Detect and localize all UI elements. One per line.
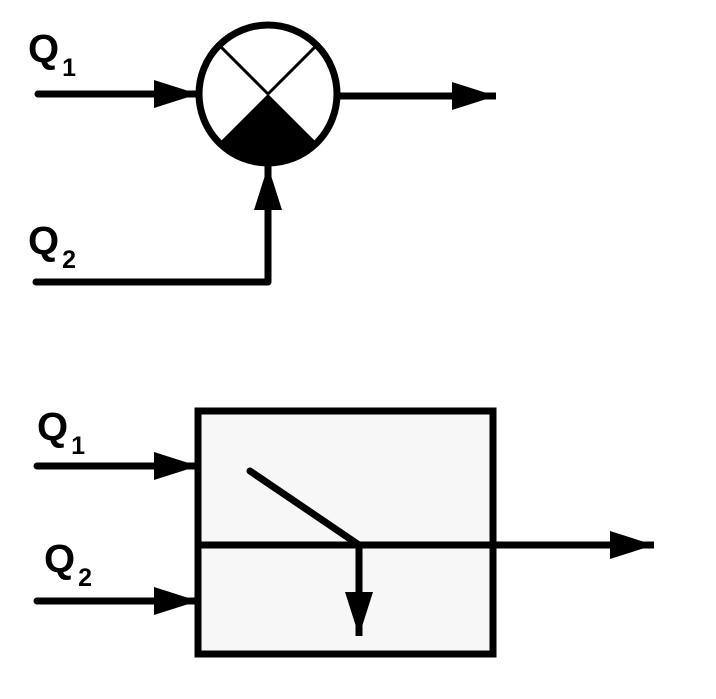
- mixer-valve-filled-sector: [219, 94, 317, 164]
- bottom-q1-subscript: 1: [71, 432, 85, 460]
- switch-lever: [246, 467, 363, 549]
- bottom-q2-subscript: 2: [78, 564, 92, 592]
- top-q1-letter: Q: [28, 27, 59, 71]
- mixer-valve-cross-left: [218, 44, 270, 96]
- mixer-valve-cross-right: [266, 44, 318, 96]
- top-q2-subscript: 2: [62, 246, 76, 274]
- bottom-q2-letter: Q: [44, 537, 75, 581]
- top-q2-line: [32, 201, 272, 286]
- bottom-q1-letter: Q: [37, 405, 68, 449]
- top-q2-letter: Q: [28, 219, 59, 263]
- top-q1-subscript: 1: [62, 54, 76, 82]
